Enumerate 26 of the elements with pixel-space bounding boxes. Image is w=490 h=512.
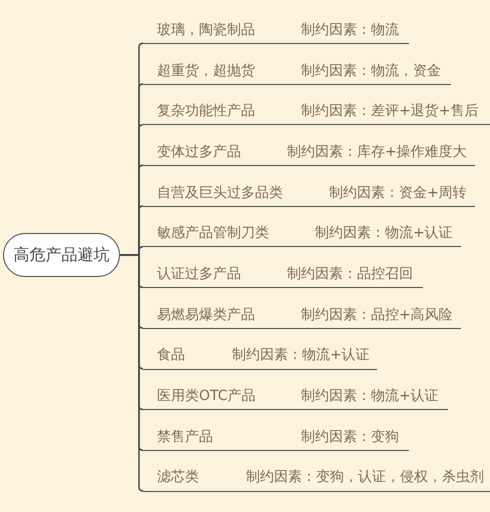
topic-label: 变体过多产品 [157, 144, 241, 160]
topic-label: 易燃易爆类产品 [157, 306, 255, 323]
topic-label: 超重货，超抛货 [157, 62, 255, 78]
factor-label: 制约因素：物流，资金 [301, 62, 441, 78]
topic-label: 敏感产品管制刀类 [157, 225, 269, 242]
topic-label: 自营及巨头过多品类 [157, 184, 283, 200]
factor-label: 制约因素：变狗，认证，侵权，杀虫剂 [246, 469, 484, 486]
topic-label: 复杂功能性产品 [157, 103, 255, 120]
factor-label: 制约因素：物流+认证 [315, 225, 453, 242]
factor-label: 制约因素：物流+认证 [301, 388, 439, 404]
factor-label: 制约因素：变狗 [301, 428, 399, 445]
factor-label: 制约因素：物流+认证 [232, 347, 370, 364]
factor-label: 制约因素：品控+高风险 [301, 306, 453, 323]
factor-label: 制约因素：库存+操作难度大 [287, 144, 467, 160]
factor-label: 制约因素：品控召回 [287, 266, 413, 282]
topic-label: 认证过多产品 [157, 266, 241, 282]
topic-label: 医用类OTC产品 [157, 388, 256, 404]
topic-label: 食品 [157, 347, 185, 364]
connector-line [120, 254, 144, 492]
topic-label: 禁售产品 [157, 428, 213, 445]
factor-label: 制约因素：物流 [301, 22, 399, 38]
topic-label: 玻璃，陶瓷制品 [157, 22, 255, 38]
central-topic: 高危产品避坑 [3, 233, 120, 277]
topic-label: 滤芯类 [157, 469, 199, 486]
factor-label: 制约因素：差评+退货+售后 [301, 103, 478, 120]
factor-label: 制约因素：资金+周转 [329, 184, 467, 200]
